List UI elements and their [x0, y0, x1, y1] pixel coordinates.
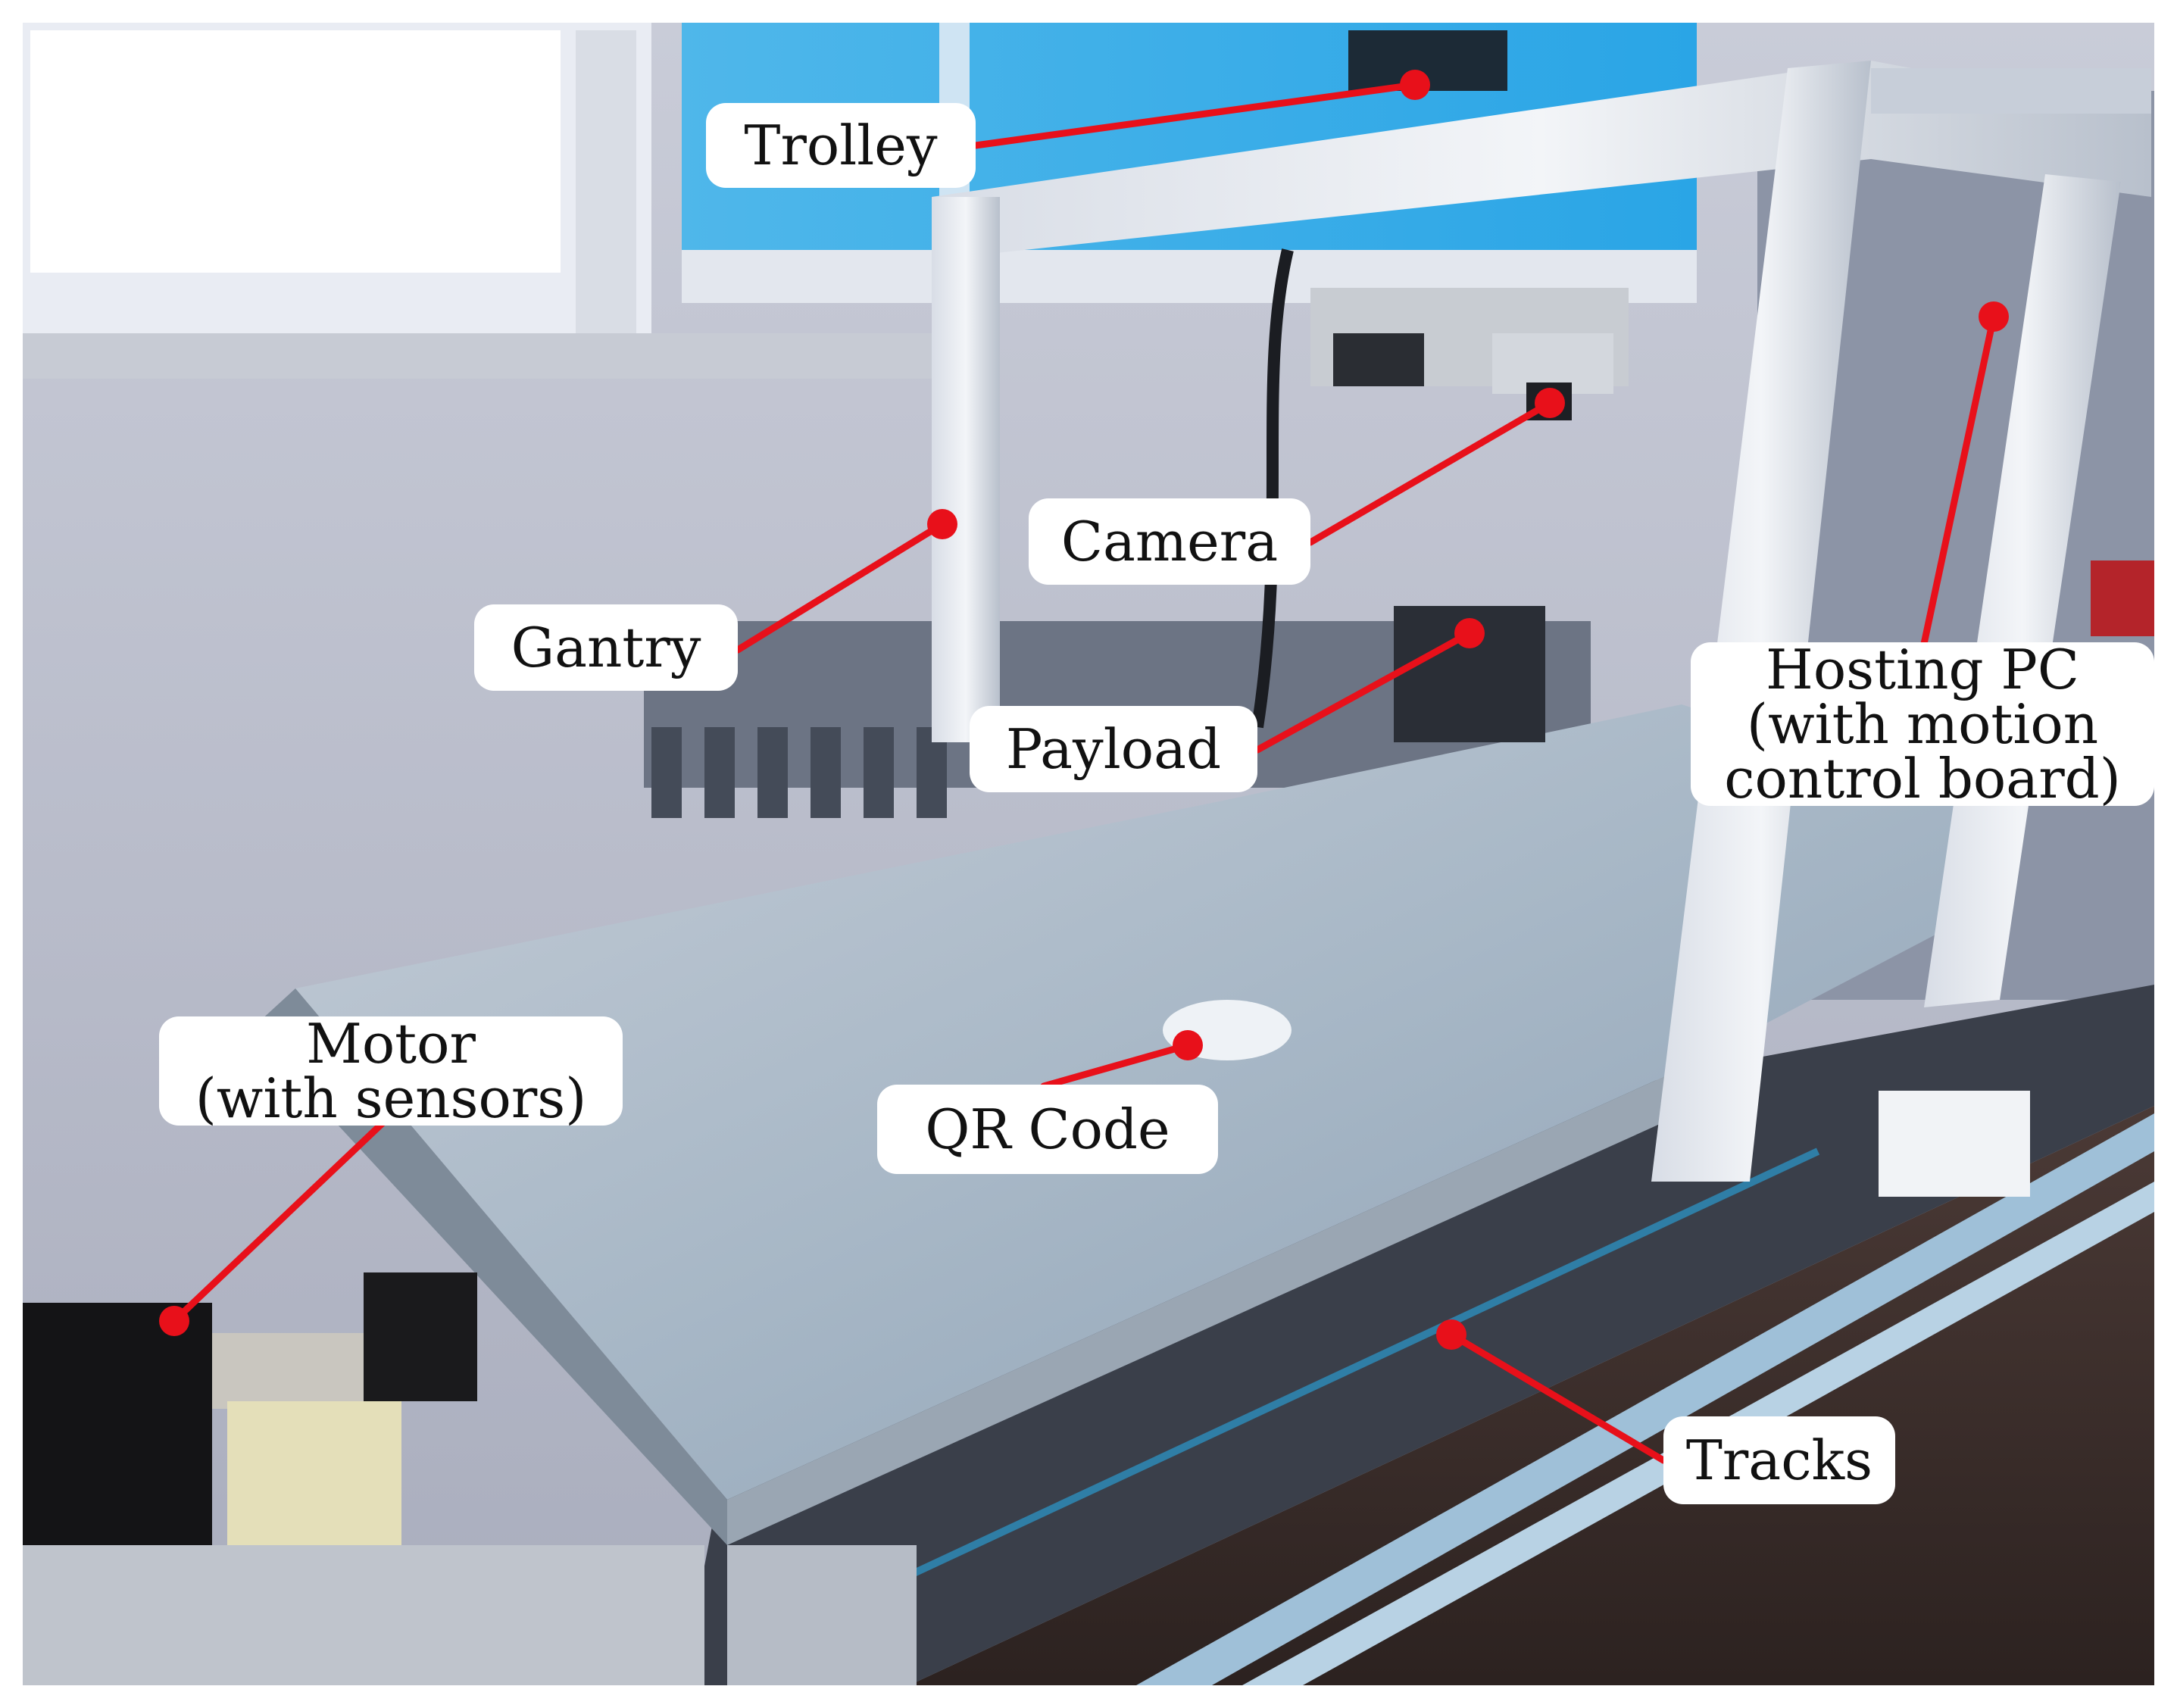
trolley-block: [1333, 333, 1424, 386]
camera-dot: [1535, 388, 1565, 418]
hosting-pc-dot: [1979, 301, 2009, 332]
motor-body: [23, 1303, 212, 1545]
gantry-line: [734, 520, 946, 654]
motor-dot: [159, 1306, 189, 1336]
hosting-pc-label-line-2: (with motion: [1746, 692, 2099, 756]
rear-slots: [651, 727, 947, 818]
payload-line: [1254, 629, 1473, 754]
white-block: [1879, 1091, 2030, 1197]
qr-code-line: [1040, 1041, 1192, 1090]
tracks-label: Tracks: [1663, 1416, 1895, 1504]
annotation-lines: [170, 81, 1997, 1464]
gantry-top-right: [1871, 68, 2151, 114]
window-glass-white: [30, 30, 561, 273]
motor-base: [23, 1545, 704, 1685]
motor-line: [170, 1117, 389, 1325]
payload-label: Payload: [970, 706, 1257, 792]
motor-label: Motor (with sensors): [159, 1016, 623, 1126]
gantry-label: Gantry: [474, 604, 738, 691]
window-sill: [23, 333, 932, 379]
camera-label: Camera: [1029, 498, 1310, 585]
tracks-dot: [1436, 1319, 1466, 1350]
window-frame: [576, 30, 636, 348]
hosting-pc-label-line-3: control board): [1724, 747, 2121, 810]
motor-bearing: [364, 1272, 477, 1401]
track-belt: [793, 1148, 1820, 1632]
table-edge-front: [250, 988, 727, 1545]
trolley-line: [972, 81, 1419, 149]
red-object: [2091, 560, 2154, 636]
motor-coupling: [212, 1333, 371, 1409]
annotation-dots: [159, 70, 2009, 1350]
table-leg: [727, 1545, 917, 1685]
table-edge-side: [727, 1076, 1666, 1545]
trolley-label: Trolley: [706, 103, 976, 188]
cable: [1251, 248, 1294, 729]
qr-code-dot: [1173, 1030, 1203, 1060]
trolley-dot: [1400, 70, 1430, 100]
payload-dot: [1454, 618, 1485, 648]
tracks-line: [1448, 1331, 1667, 1464]
qr-code-label: QR Code: [877, 1085, 1218, 1174]
camera-line: [1307, 399, 1554, 546]
gantry-front-post: [1651, 61, 1871, 1182]
hosting-pc-label: Hosting PC (with motion control board): [1691, 642, 2154, 806]
hosting-pc-label-line-1: Hosting PC: [1766, 638, 2079, 701]
motor-label-line-1: Motor: [306, 1012, 476, 1076]
track-rail-1: [1136, 1113, 2154, 1685]
gantry-dot: [927, 509, 957, 539]
hosting-pc-line: [1920, 313, 1997, 648]
gantry-left-post: [932, 197, 1000, 742]
motor-label-line-2: (with sensors): [195, 1066, 587, 1130]
